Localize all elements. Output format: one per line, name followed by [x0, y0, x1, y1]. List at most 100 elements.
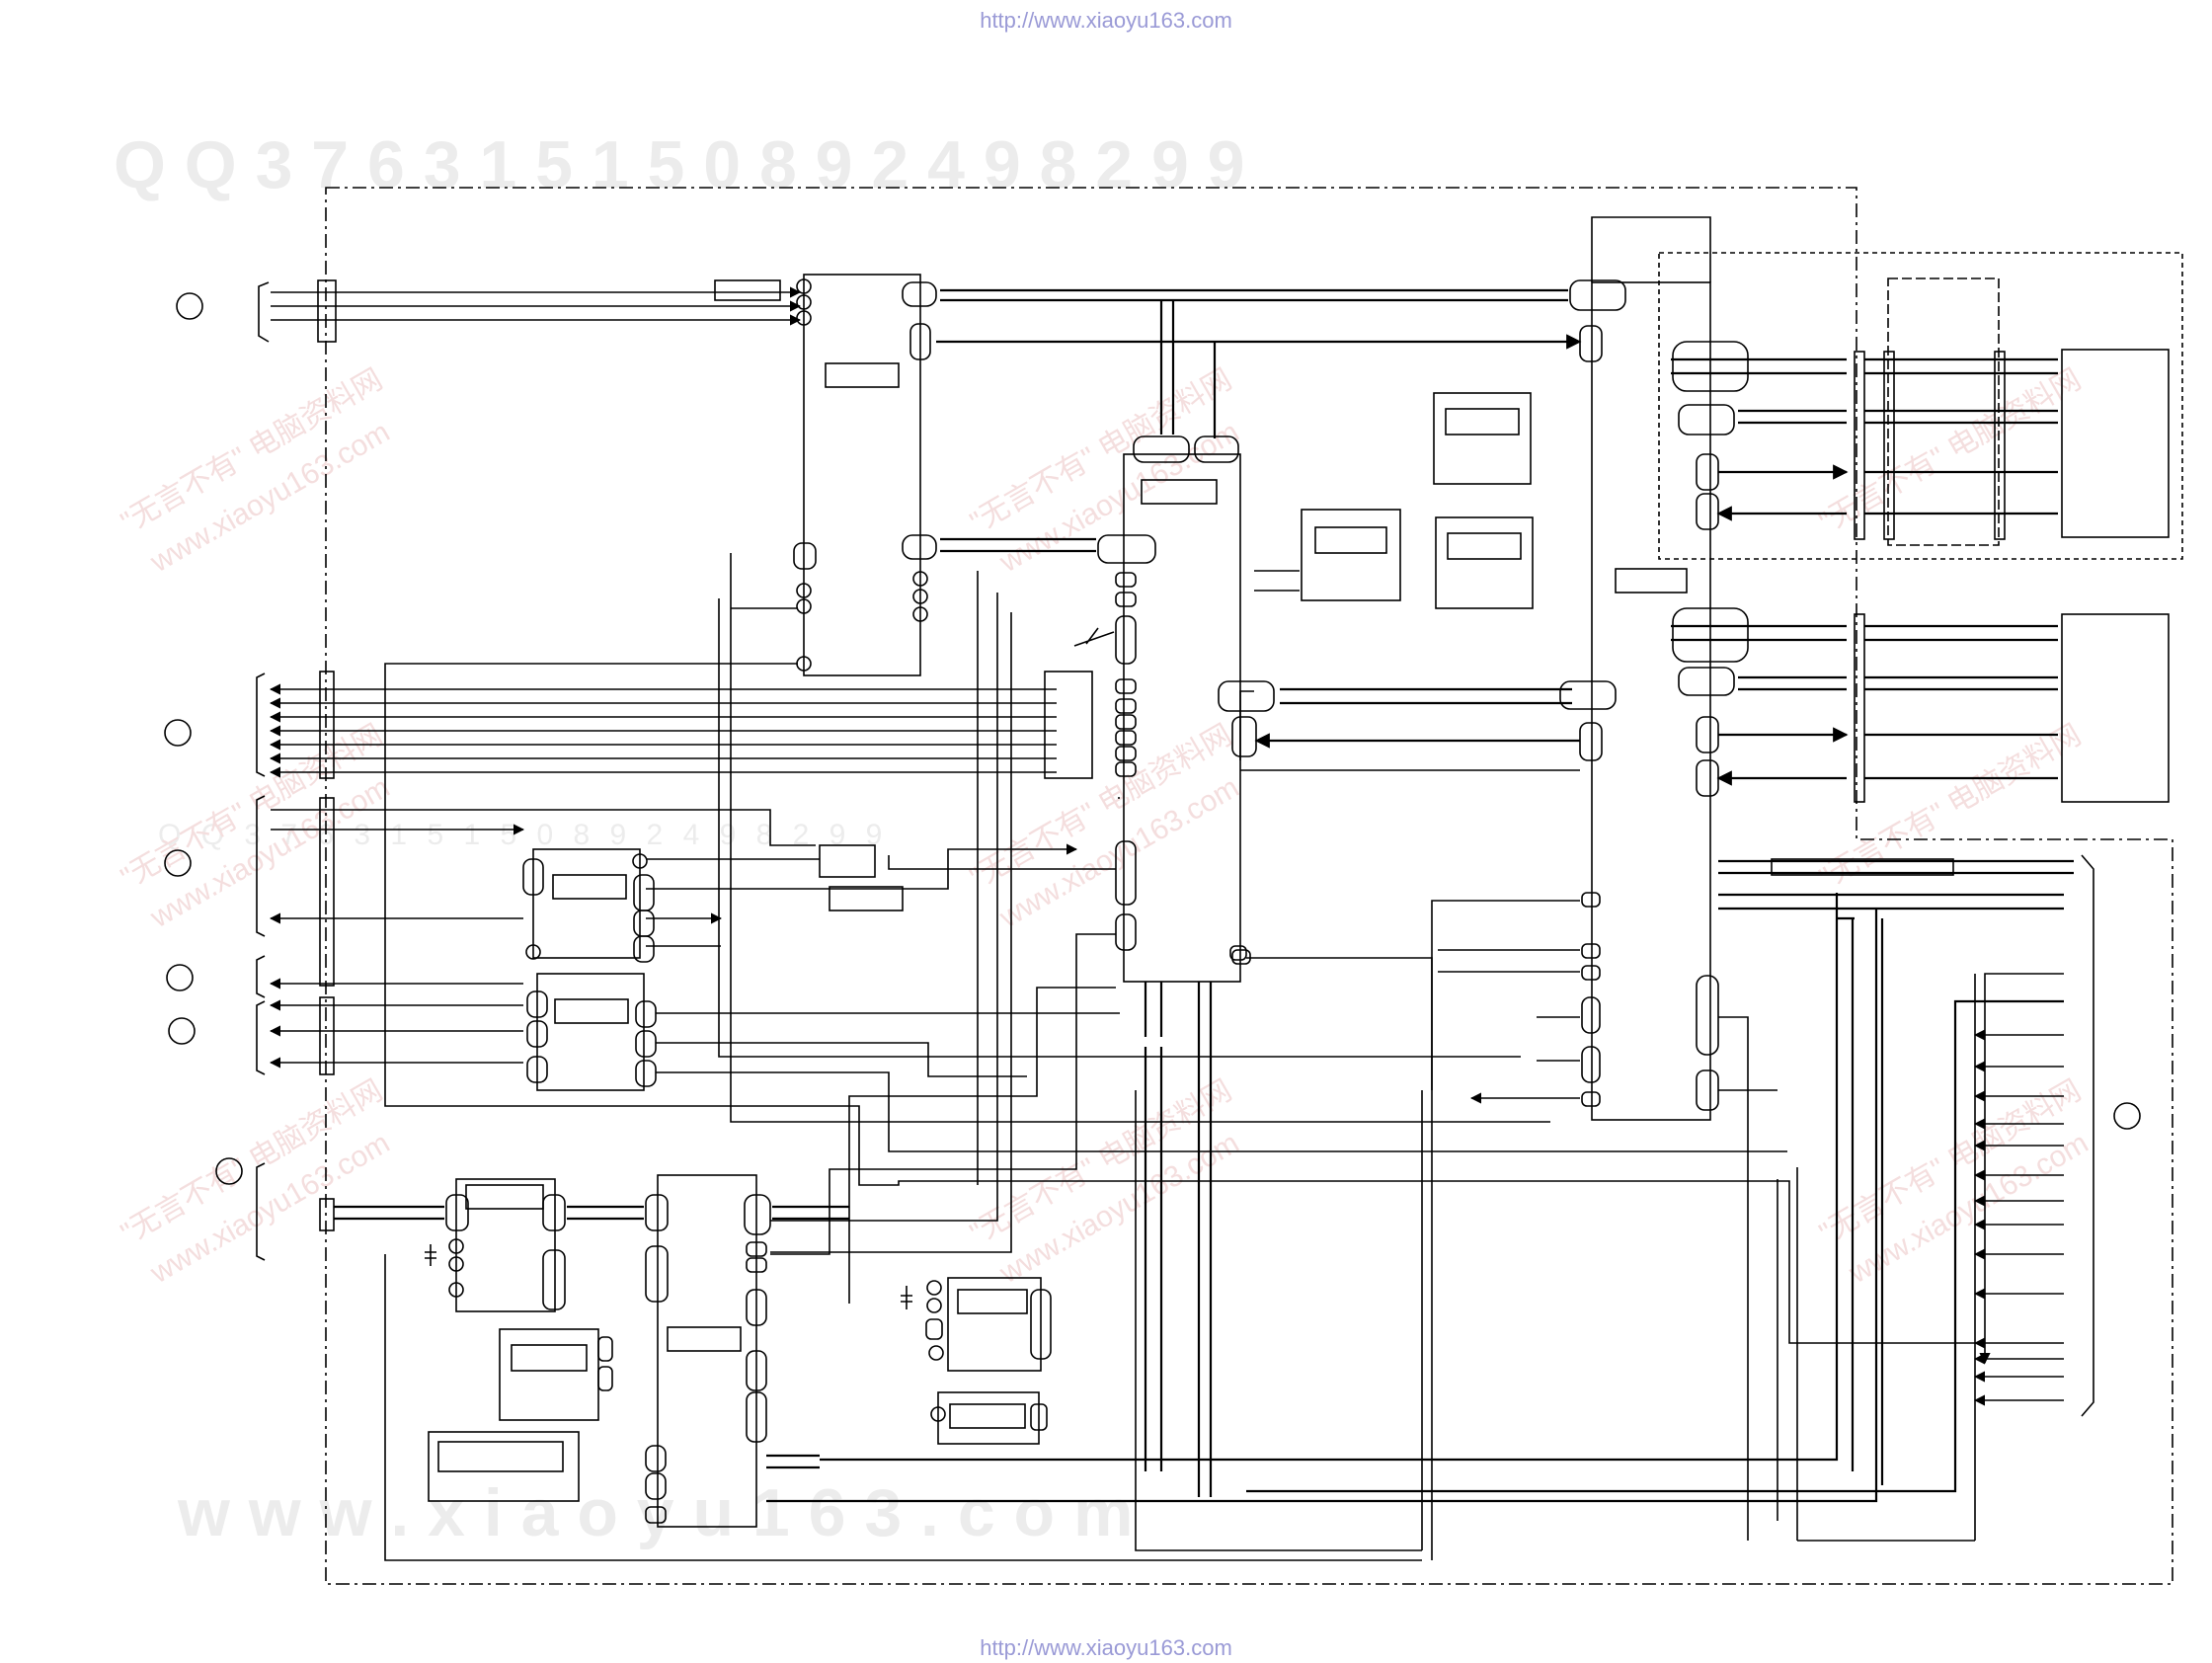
bracket-4 [256, 955, 266, 998]
ic-interface-pin-3 [448, 1282, 464, 1298]
ic-main-port-8 [746, 1391, 767, 1443]
variable-resistor [1073, 627, 1115, 647]
ic-right-port-17 [1581, 1046, 1601, 1083]
ic-interface-port-2 [542, 1194, 566, 1231]
ic-eeprom [499, 1328, 599, 1421]
connector-markers [164, 292, 2141, 1185]
ic-right-port-2 [1579, 325, 1603, 362]
bracket-6 [256, 1162, 266, 1261]
filter-block [714, 279, 781, 301]
ic-right-top-lead [1591, 216, 1711, 282]
ic-center-port-8 [1115, 678, 1137, 694]
ic-interface-port-3 [542, 1249, 566, 1310]
ic-memory-2-label [1447, 532, 1522, 560]
ic-audio-2-port-1 [526, 990, 548, 1018]
crystal-2 [901, 1286, 912, 1309]
ic-audio-2-port-4 [635, 1000, 657, 1028]
ic-main-port-4 [746, 1241, 767, 1257]
ic-eeprom-port-2 [597, 1366, 613, 1391]
ic-small-mid [819, 844, 876, 878]
ic-interface-port-1 [445, 1194, 469, 1231]
ic-top-left-pin-1 [796, 278, 812, 294]
left-connector-5 [319, 1198, 335, 1231]
ic-right-port-11 [1559, 680, 1617, 710]
sub-board-outline [1658, 252, 2183, 560]
left-signals [269, 286, 1975, 1560]
ic-top-left-port-1 [902, 281, 937, 307]
ic-right-port-21 [1229, 945, 1247, 961]
ic-top-left-port-4 [793, 542, 817, 570]
ic-audio-1-label [552, 874, 627, 900]
ic-center-port-4 [1231, 949, 1251, 965]
ic-center-port-12 [1115, 746, 1137, 761]
ic-clock-pin-3 [928, 1345, 944, 1361]
ic-main-port-1 [645, 1194, 669, 1231]
ic-center-port-top-b [1194, 436, 1239, 463]
ic-top-left-pin-5 [796, 598, 812, 614]
ic-top-left-port-2 [909, 323, 931, 360]
ic-center-port-14 [1115, 840, 1137, 906]
ic-top-left-pin-9 [912, 606, 928, 622]
ic-eeprom-port-1 [597, 1336, 613, 1362]
ic-clock-pin-2 [926, 1298, 942, 1313]
ic-clock-port-2 [925, 1318, 943, 1340]
ic-small-center-label [1314, 526, 1387, 554]
ic-small-mid-label [829, 886, 904, 911]
ic-right-port-19 [1696, 975, 1719, 1056]
left-connector-2 [319, 671, 335, 779]
ic-display-driver-label [437, 1441, 564, 1472]
bracket-right [2081, 854, 2094, 1417]
ic-clock-pin-1 [926, 1280, 942, 1296]
connector-marker-a [176, 292, 203, 320]
ic-right-port-5 [1696, 453, 1719, 491]
ic-display-driver [428, 1431, 580, 1502]
ic-memory-1-label [1445, 408, 1520, 436]
ic-top-left-pin-7 [912, 571, 928, 587]
watermark-site-bottom: w w w . x i a o y u 1 6 3 . c o m [177, 1475, 1133, 1550]
connector-marker-b [164, 719, 192, 747]
ic-top-left-pin-8 [912, 589, 928, 604]
ic-top-left-pin-4 [796, 583, 812, 598]
ic-main-port-9 [645, 1445, 667, 1472]
bottom-rail-1 [384, 1254, 1422, 1561]
connector-marker-d [166, 964, 194, 991]
ic-right-port-9 [1696, 716, 1719, 753]
ic-audio-2-label [554, 998, 629, 1024]
ic-center-port-10 [1115, 714, 1137, 730]
bus-lines [334, 288, 2074, 1503]
ic-right-port-8 [1678, 667, 1735, 696]
ic-memory-2 [1435, 516, 1534, 609]
ic-audio-2 [536, 973, 645, 1091]
ic-center-port-3 [1231, 716, 1257, 757]
connector-marker-g [2113, 1102, 2141, 1130]
ic-top-left-port-3 [902, 534, 937, 560]
ic-audio-1-port-1 [522, 858, 544, 896]
left-connector-4 [319, 996, 335, 1075]
ic-main-port-7 [746, 1350, 767, 1391]
ic-right-label [1615, 568, 1688, 594]
ic-audio-1 [532, 848, 641, 959]
bottom-rail-2 [1135, 1090, 1422, 1551]
ic-audio-1-pin-2 [525, 944, 541, 960]
external-module-top [2061, 349, 2170, 538]
ic-center [1123, 453, 1241, 983]
ic-main-controller-label [667, 1326, 742, 1352]
crystal-1 [425, 1244, 436, 1266]
ic-right [1591, 281, 1711, 1121]
ic-interface [455, 1178, 556, 1312]
ic-audio-1-port-3 [633, 910, 655, 937]
ic-right-port-4 [1678, 404, 1735, 436]
ic-center-port-13 [1115, 761, 1137, 777]
ic-center-port-5 [1115, 572, 1137, 588]
ic-eeprom-label [511, 1344, 588, 1372]
ic-main-port-3 [744, 1194, 771, 1235]
ic-audio-1-port-2 [633, 874, 655, 911]
connector-marker-e [168, 1017, 196, 1045]
ic-interface-label [465, 1184, 544, 1210]
ic-main-port-10 [645, 1472, 667, 1500]
right-connector-strip-1 [1854, 351, 1865, 540]
ic-interface-pin-2 [448, 1256, 464, 1272]
watermark-qq-top: Q Q 3 7 6 3 1 5 1 5 0 8 9 2 4 9 8 2 9 9 [114, 127, 1244, 202]
ic-audio-2-port-2 [526, 1020, 548, 1048]
